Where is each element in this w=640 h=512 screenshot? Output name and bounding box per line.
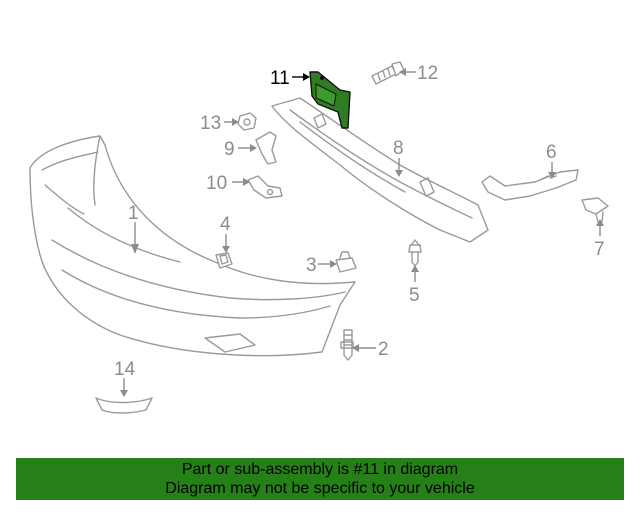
arrow-12 <box>399 68 406 76</box>
reflector-part-14[interactable] <box>95 397 153 414</box>
bracket-part-9[interactable] <box>255 131 277 165</box>
callout-11[interactable]: 11 <box>270 68 290 89</box>
arrow-9 <box>250 144 257 152</box>
callout-10[interactable]: 10 <box>206 173 227 194</box>
callout-4[interactable]: 4 <box>220 214 231 235</box>
nut-part-13[interactable] <box>237 112 257 131</box>
screw-part-2[interactable] <box>340 329 354 361</box>
info-banner: Part or sub-assembly is #11 in diagram D… <box>16 458 624 500</box>
callout-5[interactable]: 5 <box>409 285 420 306</box>
arrow-4 <box>222 246 230 253</box>
arrow-8 <box>395 170 403 177</box>
arrow-5 <box>411 265 419 272</box>
callout-9[interactable]: 9 <box>224 139 235 160</box>
arrow-1 <box>131 244 139 254</box>
arrow-11 <box>303 73 310 81</box>
arrow-2 <box>352 344 359 352</box>
callout-12[interactable]: 12 <box>417 63 438 84</box>
bumper-beam-part-8[interactable] <box>271 97 489 243</box>
banner-line-2: Diagram may not be specific to your vehi… <box>165 480 475 497</box>
arrow-14 <box>120 390 128 397</box>
arrow-6 <box>548 172 556 179</box>
callout-6[interactable]: 6 <box>546 142 557 163</box>
side-bracket-part-6[interactable] <box>481 169 579 201</box>
callout-2[interactable]: 2 <box>378 339 389 360</box>
arrow-13 <box>232 118 239 126</box>
clip-part-7[interactable] <box>581 197 609 223</box>
bracket-part-10[interactable] <box>247 175 283 199</box>
clip-part-3[interactable] <box>335 251 357 273</box>
arrow-7 <box>596 219 604 226</box>
callout-7[interactable]: 7 <box>594 239 605 260</box>
callout-13[interactable]: 13 <box>200 113 221 134</box>
callout-14[interactable]: 14 <box>114 359 136 380</box>
banner-line-1: Part or sub-assembly is #11 in diagram <box>181 461 459 478</box>
callout-3[interactable]: 3 <box>306 255 317 276</box>
nut-part-4[interactable] <box>215 252 233 269</box>
bumper-cover-part[interactable] <box>29 135 356 357</box>
bolt-part-12[interactable] <box>371 61 405 85</box>
arrow-3 <box>330 260 337 268</box>
bracket-part-11-highlighted[interactable] <box>309 71 351 129</box>
callout-8[interactable]: 8 <box>393 138 404 159</box>
push-clip-part-5[interactable] <box>408 239 422 267</box>
callout-1[interactable]: 1 <box>128 203 139 224</box>
parts-diagram: 1 2 3 4 5 6 7 <box>29 61 609 414</box>
arrow-10 <box>243 178 250 186</box>
